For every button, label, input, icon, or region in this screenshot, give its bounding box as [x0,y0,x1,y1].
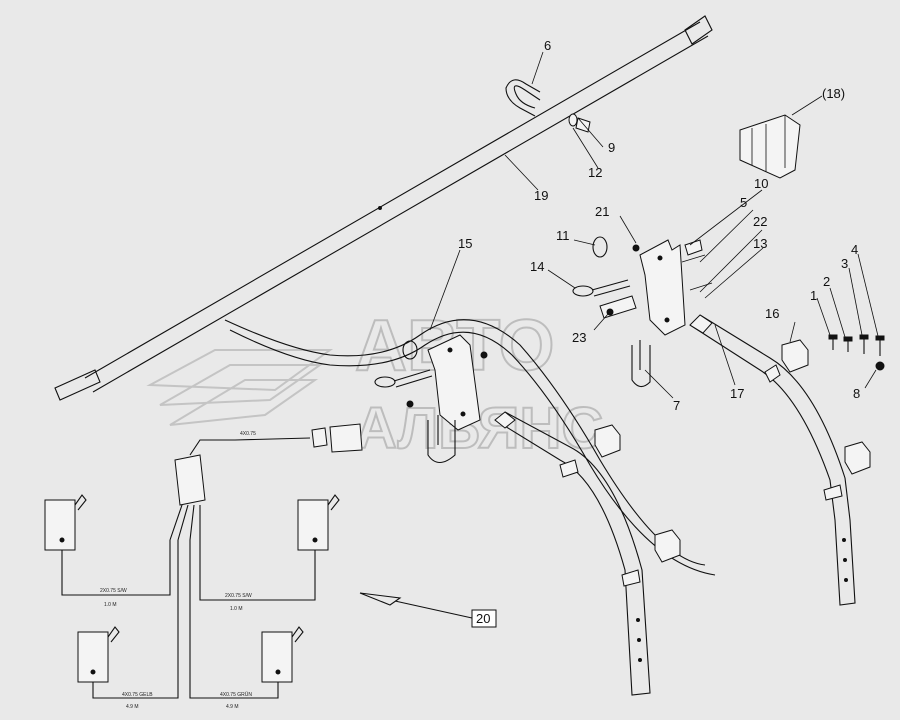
cable-length-right-bottom: 4.9 M [226,704,239,710]
callout-23: 23 [572,330,586,345]
arrow-20 [359,592,497,628]
callout-8: 8 [853,386,860,401]
watermark-text-2: АЛЬЯНС [355,396,603,461]
cable-length-right-top: 1.0 M [230,606,243,612]
callout-22: 22 [753,214,767,229]
lamp-bottom-right [189,540,304,699]
cable-label-right-top: 2X0.75 S/W [225,593,252,599]
mount-plate-right [599,239,713,388]
leader-lines [429,51,879,399]
callout-10: 10 [754,176,768,191]
cable-length-left-top: 1.0 M [104,602,117,608]
long-bar-19 [54,15,713,401]
pin-14 [572,279,631,297]
callout-4: 4 [851,242,858,257]
callout-9: 9 [608,140,615,155]
callout-14: 14 [530,259,544,274]
callout-7: 7 [673,398,680,413]
callout-16: 16 [765,306,779,321]
callout-18: (18) [822,86,845,101]
callout-21: 21 [595,204,609,219]
callout-3: 3 [841,256,848,271]
callout-12: 12 [588,165,602,180]
lamp-top-left [44,494,171,596]
callout-2: 2 [823,274,830,289]
junction-box: 4X0.75 [169,423,363,541]
u-bolt-6 [505,79,541,117]
callout-15: 15 [458,236,472,251]
callout-20: 20 [476,611,490,626]
watermark-logo: АВТО АЛЬЯНС [146,305,604,462]
callout-13: 13 [753,236,767,251]
lamp-top-right [199,494,340,601]
cable-label-left-bottom: 4X0.75 GELB [122,692,153,698]
cable-length-left-bottom: 4.9 M [126,704,139,710]
callout-6: 6 [544,38,551,53]
cable-label-right-bottom: 4X0.75 GRÜN [220,691,252,698]
mount-plate-left [374,334,488,464]
washer-12 [568,113,578,127]
callout-5: 5 [740,195,747,210]
ring-11 [592,236,608,258]
clamps-16 [594,339,871,563]
side-stand-left [494,411,651,696]
bolts-1-4 [828,334,885,371]
side-stand-17 [689,314,856,606]
nut-9 [575,117,591,133]
callout-11: 11 [556,228,570,243]
lamp-bottom-left [77,540,179,699]
callout-19: 19 [534,188,548,203]
cable-label-top: 4X0.75 [240,431,256,437]
callout-17: 17 [730,386,744,401]
callout-1: 1 [810,288,817,303]
cable-label-left-top: 2X0.75 S/W [100,588,127,594]
bracket-18 [739,114,801,179]
